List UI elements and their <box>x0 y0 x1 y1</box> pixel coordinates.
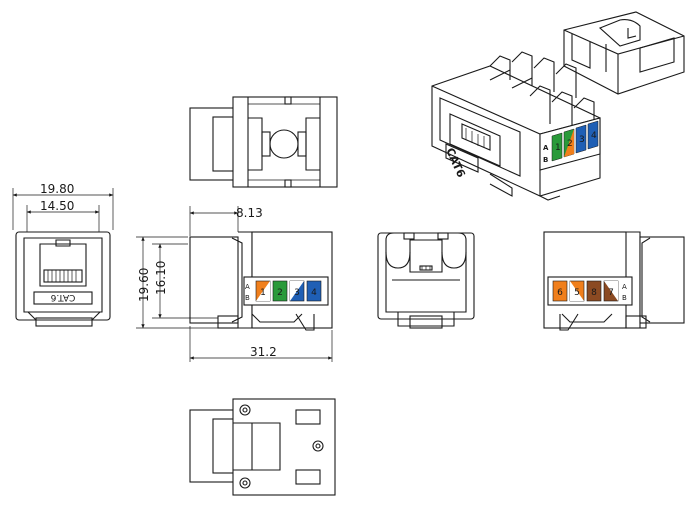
row-a-label-right: A <box>622 283 627 291</box>
pin-6: 6 <box>557 288 563 298</box>
front-view: CAT.6 <box>15 231 111 327</box>
rear-view <box>377 232 475 329</box>
isometric-view: CAT6 A B 1 2 3 4 <box>431 11 685 201</box>
pin-7: 7 <box>608 288 614 298</box>
pin-8: 8 <box>591 288 597 298</box>
pin-4: 4 <box>311 288 317 298</box>
side-view-left: A B 1 2 3 4 <box>189 231 333 331</box>
contact-pins <box>47 270 77 282</box>
pin-2: 2 <box>277 288 283 298</box>
dim-side-length: 31.2 <box>250 345 277 359</box>
pin-block-right: 6 5 8 7 <box>552 280 619 302</box>
dim-side-height-total: 19.60 <box>137 268 151 302</box>
bottom-view <box>189 398 336 496</box>
iso-pin-4: 4 <box>591 131 597 141</box>
iso-row-a: A <box>543 144 549 152</box>
dim-side-offset: 8.13 <box>236 206 263 220</box>
row-a-label: A <box>245 283 250 291</box>
dim-side-height-inner: 16.10 <box>154 261 168 295</box>
pin-block-left: 1 2 3 4 <box>255 280 322 302</box>
iso-pin-2: 2 <box>567 139 573 149</box>
pin-5: 5 <box>574 288 580 298</box>
iso-row-b: B <box>543 156 548 164</box>
front-dimensions: 19.80 14.50 <box>12 182 114 232</box>
iso-body: CAT6 A B 1 2 3 4 <box>431 51 601 201</box>
iso-cap <box>563 11 685 95</box>
row-b-label: B <box>245 294 250 302</box>
row-b-label-right: B <box>622 294 627 302</box>
dim-front-inner-width: 14.50 <box>40 199 74 213</box>
side-view-right: A B 6 5 8 7 <box>543 231 685 331</box>
cat-label-front: CAT.6 <box>50 292 75 302</box>
iso-pin-1: 1 <box>555 143 561 153</box>
side-dimensions: 8.13 19.60 16.10 31.2 <box>136 206 333 362</box>
top-view <box>189 96 338 188</box>
iso-pin-3: 3 <box>579 135 585 145</box>
dim-front-width: 19.80 <box>40 182 74 196</box>
pin-1: 1 <box>260 288 266 298</box>
pin-3: 3 <box>294 288 300 298</box>
